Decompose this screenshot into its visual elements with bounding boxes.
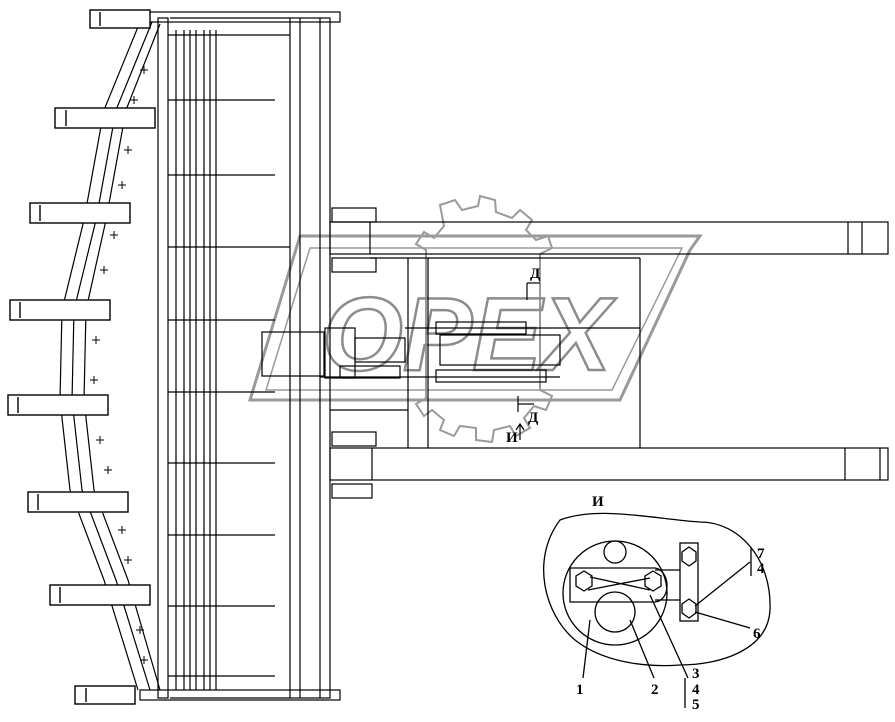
callout-5: 5 [692,697,700,713]
callout-1: 1 [576,682,584,698]
callout-2: 2 [651,682,659,698]
callout-7: 7 [757,546,765,562]
callout-3: 3 [692,666,700,682]
watermark-logo [247,194,703,444]
section-label-d-side: Д [528,410,539,426]
frame-crosses [90,66,148,664]
callout-4: 4 [692,682,700,698]
view-label-i-arrow: И [506,430,518,446]
callout-6: 6 [753,626,761,642]
tooth-holders [7,9,156,705]
detail-view-i [542,512,771,708]
detail-view-title: И [592,494,604,510]
section-label-d-top: Д [530,266,541,282]
callout-4b: 4 [757,561,765,577]
drawbar-assembly [261,207,889,499]
